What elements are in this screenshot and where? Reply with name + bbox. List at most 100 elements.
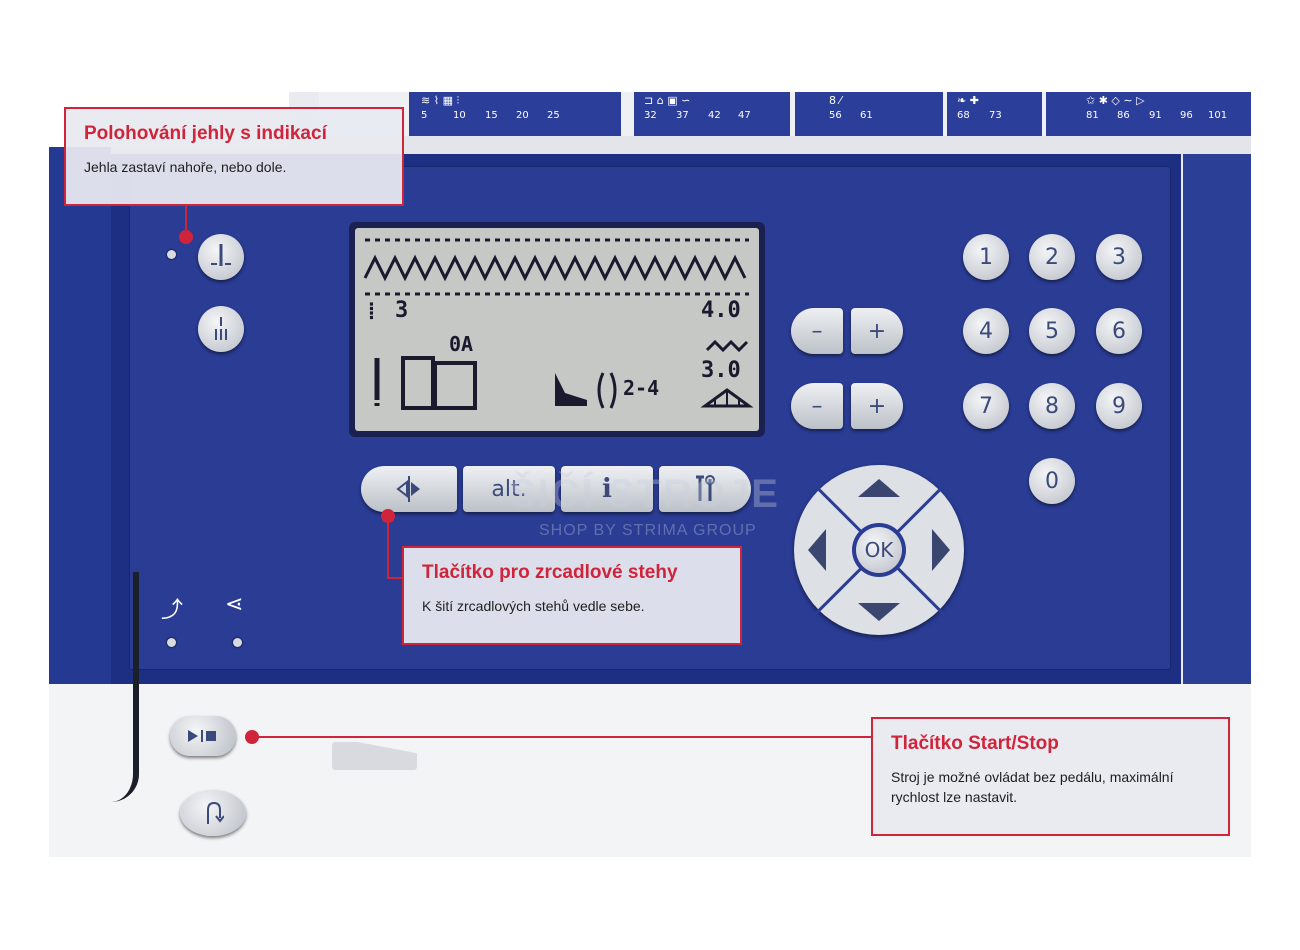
arrow-up-button[interactable] bbox=[858, 479, 900, 497]
needle-position-led bbox=[167, 250, 176, 259]
mirror-callout: Tlačítko pro zrcadlové stehy K šití zrca… bbox=[402, 546, 742, 645]
stitch-number: 15 bbox=[485, 110, 498, 121]
callout-title: Polohování jehly s indikací bbox=[84, 123, 327, 144]
keypad-2[interactable]: 2 bbox=[1029, 234, 1075, 280]
lcd-graphics bbox=[363, 238, 754, 410]
arrow-left-button[interactable] bbox=[808, 529, 826, 571]
securing-icon: ⋖ bbox=[225, 592, 244, 617]
buttonhole-symbol-icon: ⊐ ⌂ ▣ ∽ bbox=[644, 94, 691, 107]
plus-label: + bbox=[867, 393, 887, 419]
minus-label: – bbox=[811, 318, 823, 344]
needle-lines-icon bbox=[215, 317, 227, 340]
thread-tension-value: 2-4 bbox=[623, 376, 660, 400]
stitch-strip: 5 10 15 20 25 ≋ ⌇ ▦ ⫶ 32 37 42 47 ⊐ ⌂ ▣ … bbox=[319, 92, 1251, 136]
minus-label: – bbox=[811, 393, 823, 419]
stitch-number: 86 bbox=[1117, 110, 1130, 121]
keypad-9[interactable]: 9 bbox=[1096, 383, 1142, 429]
keypad-7[interactable]: 7 bbox=[963, 383, 1009, 429]
stitch-number: 56 bbox=[829, 110, 842, 121]
info-label: i bbox=[602, 474, 612, 504]
settings-button[interactable] bbox=[659, 466, 751, 512]
stitch-group: 5 10 15 20 25 ≋ ⌇ ▦ ⫶ bbox=[409, 92, 621, 136]
reverse-button[interactable] bbox=[180, 790, 246, 836]
decor-symbol-icon: ❧ ✚ bbox=[957, 94, 979, 107]
callout-text: K šití zrcadlových stehů vedle sebe. bbox=[422, 598, 645, 614]
callout-text: Jehla zastaví nahoře, nebo dole. bbox=[84, 159, 287, 175]
stitch-group: 32 37 42 47 ⊐ ⌂ ▣ ∽ bbox=[634, 92, 790, 136]
decor-symbol-icon: ✩ ✱ ◇ ∼ ▷ bbox=[1086, 94, 1145, 107]
stitch-number: 101 bbox=[1208, 110, 1228, 121]
arrow-down-button[interactable] bbox=[858, 603, 900, 621]
machine-left-side bbox=[49, 147, 111, 687]
keypad-0[interactable]: 0 bbox=[1029, 458, 1075, 504]
presser-foot-label: 0A bbox=[449, 332, 474, 356]
stitch-group: 81 86 91 96 101 ✩ ✱ ◇ ∼ ▷ bbox=[1046, 92, 1251, 136]
needle-down-icon bbox=[211, 244, 231, 266]
keypad-1[interactable]: 1 bbox=[963, 234, 1009, 280]
stitch-number: 61 bbox=[860, 110, 873, 121]
watermark-subtitle: SHOP BY STRIMA GROUP bbox=[539, 522, 757, 539]
keypad-5[interactable]: 5 bbox=[1029, 308, 1075, 354]
info-button[interactable]: i bbox=[561, 466, 653, 512]
stitch-symbol-icon: ≋ ⌇ ▦ ⫶ bbox=[421, 94, 460, 107]
stitch-group: 56 61 8 ⁄ bbox=[795, 92, 943, 136]
startstop-callout-line bbox=[252, 736, 872, 738]
keypad-8[interactable]: 8 bbox=[1029, 383, 1075, 429]
ok-button[interactable]: OK bbox=[856, 527, 902, 573]
play-stop-icon bbox=[188, 730, 216, 742]
alt-label: alt. bbox=[491, 476, 527, 502]
needle-callout-line bbox=[185, 204, 187, 236]
pattern-number: 3 bbox=[395, 298, 409, 323]
callout-text: Stroj je možné ovládat bez pedálu, maxim… bbox=[891, 769, 1174, 805]
pattern-icon: ⦙ bbox=[369, 300, 374, 325]
needle-callout-dot bbox=[179, 230, 193, 244]
keypad-6[interactable]: 6 bbox=[1096, 308, 1142, 354]
mirror-callout-line bbox=[387, 577, 404, 579]
tools-icon bbox=[696, 475, 715, 501]
ok-ring: OK bbox=[852, 523, 906, 577]
keypad-4[interactable]: 4 bbox=[963, 308, 1009, 354]
reverse-led bbox=[167, 638, 176, 647]
navigation-dpad: OK bbox=[794, 465, 964, 635]
stitch-number: 73 bbox=[989, 110, 1002, 121]
mirror-icon bbox=[396, 476, 420, 502]
plus-label: + bbox=[867, 318, 887, 344]
stitch-number: 81 bbox=[1086, 110, 1099, 121]
length-plus-button[interactable]: + bbox=[851, 383, 903, 429]
stitch-number: 5 bbox=[421, 110, 428, 121]
stitch-number: 25 bbox=[547, 110, 560, 121]
cable bbox=[111, 572, 139, 802]
keypad-3[interactable]: 3 bbox=[1096, 234, 1142, 280]
callout-title: Tlačítko pro zrcadlové stehy bbox=[422, 562, 678, 583]
reverse-stitch-icon bbox=[207, 801, 224, 824]
length-minus-button[interactable]: – bbox=[791, 383, 843, 429]
stitch-number: 47 bbox=[738, 110, 751, 121]
stitch-number: 20 bbox=[516, 110, 529, 121]
reverse-icon: ⤴ bbox=[161, 598, 184, 623]
stitch-altitude-button[interactable] bbox=[198, 306, 244, 352]
width-minus-button[interactable]: – bbox=[791, 308, 843, 354]
stitch-number: 10 bbox=[453, 110, 466, 121]
mirror-callout-dot bbox=[381, 509, 395, 523]
stitch-number: 42 bbox=[708, 110, 721, 121]
alt-button[interactable]: alt. bbox=[463, 466, 555, 512]
stitch-width-value: 4.0 bbox=[701, 298, 741, 323]
needle-callout: Polohování jehly s indikací Jehla zastav… bbox=[64, 107, 404, 206]
stitch-number: 68 bbox=[957, 110, 970, 121]
start-stop-button[interactable] bbox=[170, 716, 236, 756]
stitch-length-value: 3.0 bbox=[701, 358, 741, 383]
mirror-stitch-button[interactable] bbox=[361, 466, 457, 512]
arrow-right-button[interactable] bbox=[932, 529, 950, 571]
width-plus-button[interactable]: + bbox=[851, 308, 903, 354]
stitch-group: 68 73 ❧ ✚ bbox=[947, 92, 1042, 136]
stitch-number: 91 bbox=[1149, 110, 1162, 121]
securing-led bbox=[233, 638, 242, 647]
needle-position-button[interactable] bbox=[198, 234, 244, 280]
startstop-callout-dot bbox=[245, 730, 259, 744]
lcd-screen: ⦙ 3 4.0 0A 3.0 2-4 bbox=[355, 228, 759, 431]
machine-right-side bbox=[1183, 154, 1251, 684]
eyelet-symbol-icon: 8 ⁄ bbox=[829, 94, 842, 107]
stitch-number: 32 bbox=[644, 110, 657, 121]
watermark-logo: ŠIČÍ STROJE bbox=[509, 472, 780, 516]
stitch-number: 96 bbox=[1180, 110, 1193, 121]
